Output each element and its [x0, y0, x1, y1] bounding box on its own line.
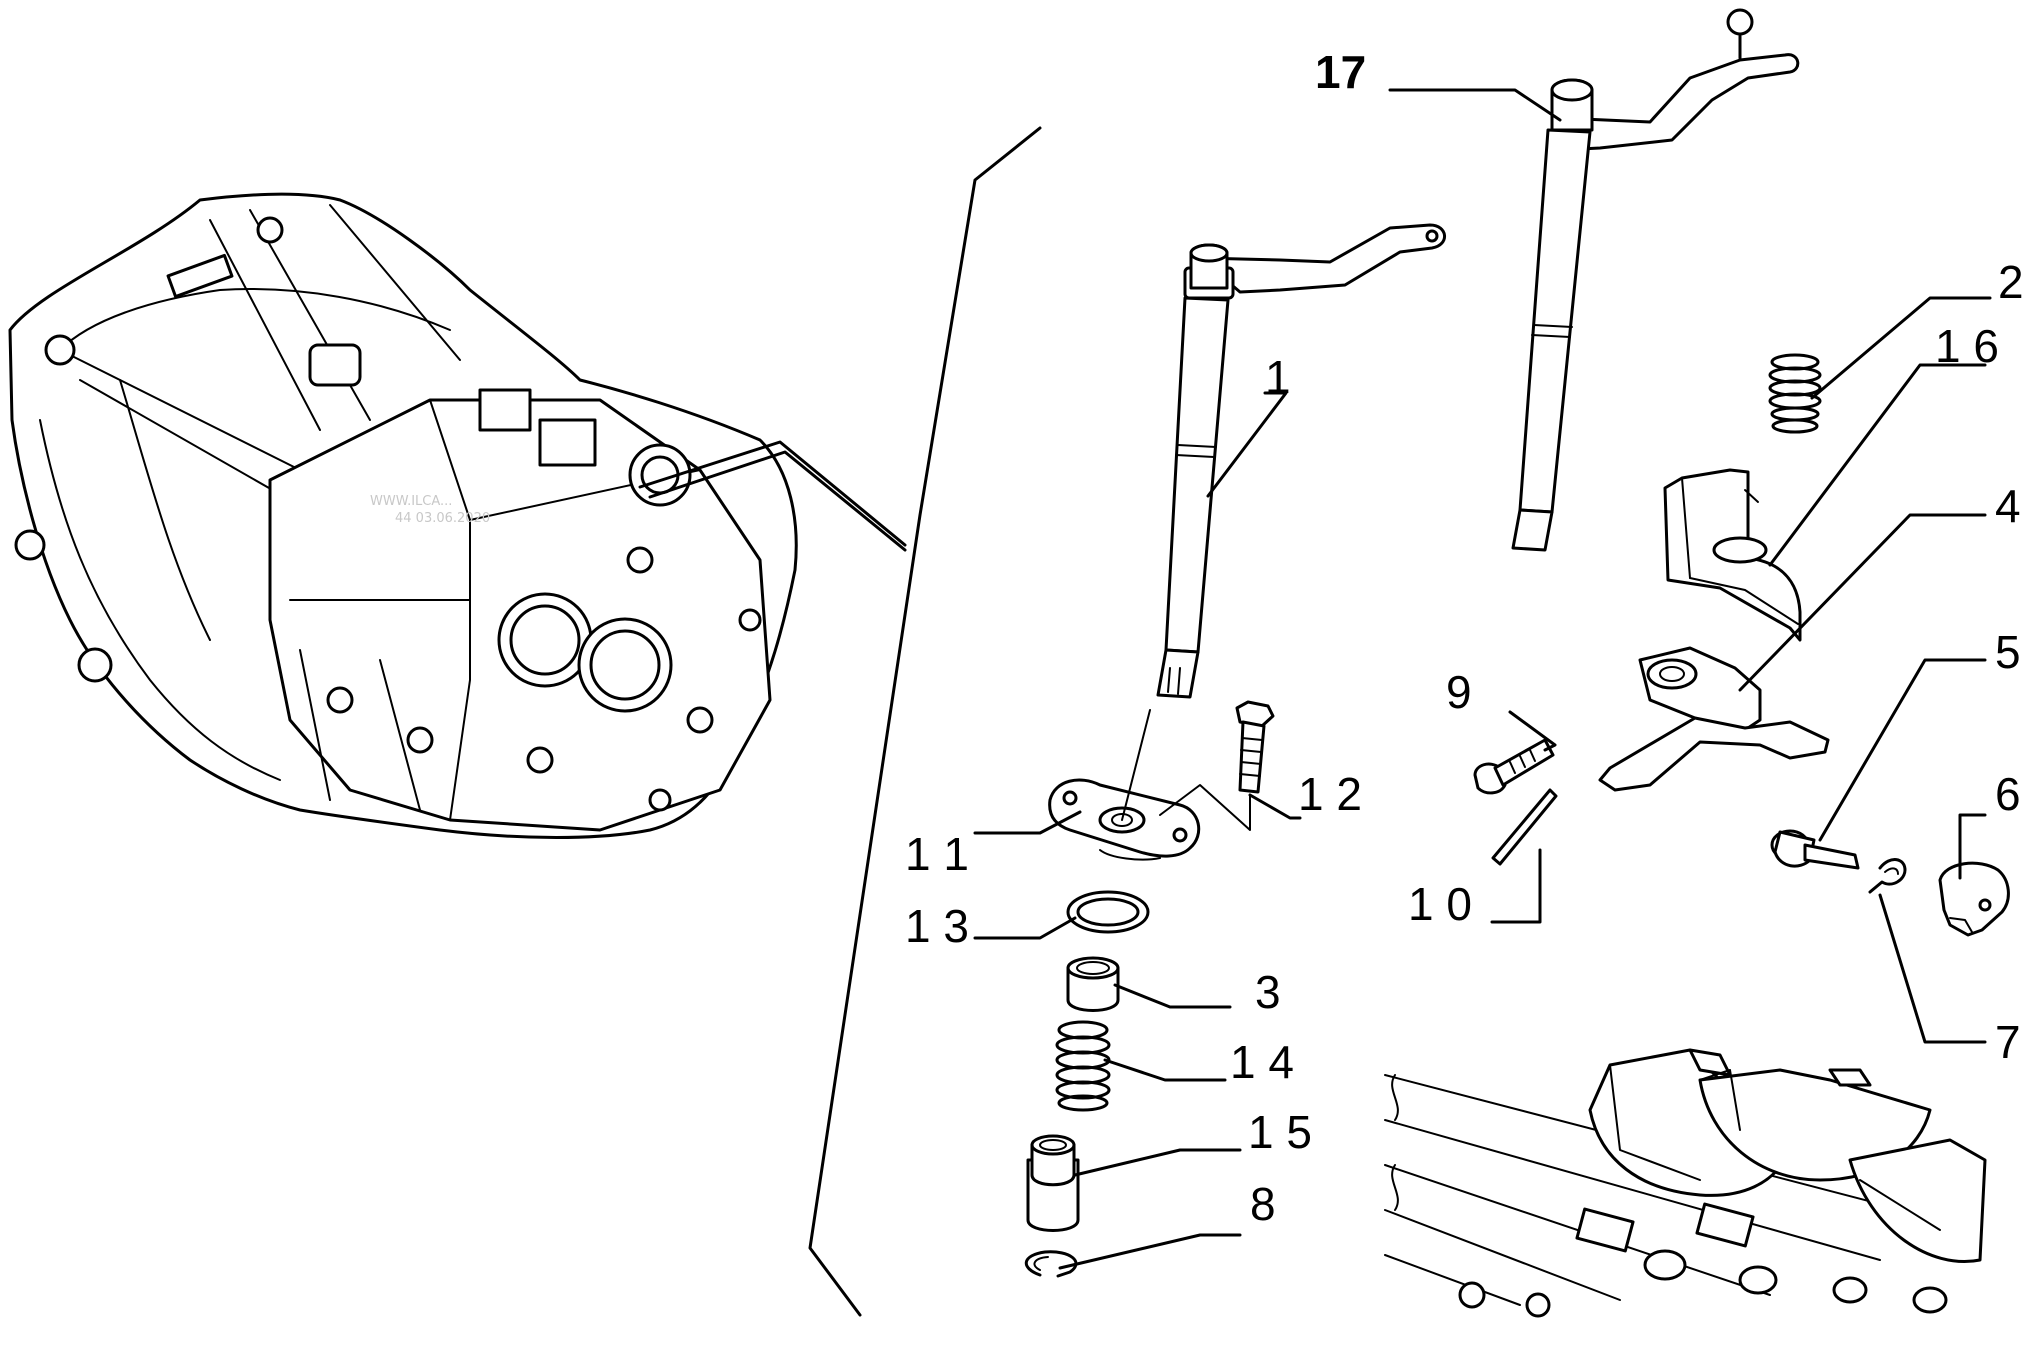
part-6-cam	[1938, 861, 2010, 937]
callout-4: 4	[1995, 480, 2021, 532]
part-8-circlip	[1024, 1250, 1078, 1278]
part-17-shaft-with-ball-lever	[1511, 8, 1800, 552]
part-3-bushing	[1066, 956, 1120, 1012]
gearbox-housing: WWW.ILCA... 44 03.06.2020	[8, 192, 798, 839]
part-9-screw	[1473, 738, 1555, 795]
callout-labels: 1 2 3 4 5 6 7 8 9 1 0 1 1 1 2 1 3 1 4 1 …	[905, 46, 2024, 1230]
leader-lines	[973, 88, 1992, 1270]
callout-17: 17	[1315, 46, 1366, 98]
housing-pointer-line-2	[648, 450, 907, 552]
shift-forks-and-rods	[1384, 1048, 1987, 1318]
part-15-sleeve	[1026, 1134, 1080, 1232]
part-4-selector-finger	[1598, 646, 1830, 792]
callout-7: 7	[1995, 1016, 2021, 1068]
part-1-selector-shaft	[1156, 223, 1446, 699]
callout-1: 1	[1265, 351, 1291, 403]
callout-9: 9	[1446, 666, 1472, 718]
part-16-bracket	[1663, 468, 1802, 642]
callout-16: 1 6	[1935, 320, 1999, 372]
callout-8: 8	[1250, 1178, 1276, 1230]
part-13-o-ring	[1066, 890, 1150, 934]
part-12-bolt	[1159, 700, 1275, 831]
callout-5: 5	[1995, 626, 2021, 678]
part-7-clip	[1868, 858, 1907, 894]
part-11-flange-plate	[1048, 709, 1201, 861]
callout-12: 1 2	[1298, 768, 1362, 820]
callout-10: 1 0	[1408, 878, 1472, 930]
watermark-line-2: 44 03.06.2020	[395, 511, 490, 526]
callout-14: 1 4	[1230, 1036, 1294, 1088]
callout-3: 3	[1255, 966, 1281, 1018]
callout-13: 1 3	[905, 900, 969, 952]
watermark-line-1: WWW.ILCA...	[370, 494, 452, 509]
callout-15: 1 5	[1248, 1106, 1312, 1158]
callout-11: 1 1	[905, 828, 969, 880]
callout-2: 2	[1998, 256, 2024, 308]
housing-pointer-line	[638, 440, 907, 547]
callout-6: 6	[1995, 768, 2021, 820]
part-14-spring	[1055, 1020, 1111, 1112]
break-divider-line	[808, 126, 1042, 1317]
part-10-roll-pin	[1491, 788, 1558, 866]
part-2-spring	[1768, 353, 1822, 434]
part-5-detent-pin	[1770, 829, 1860, 870]
